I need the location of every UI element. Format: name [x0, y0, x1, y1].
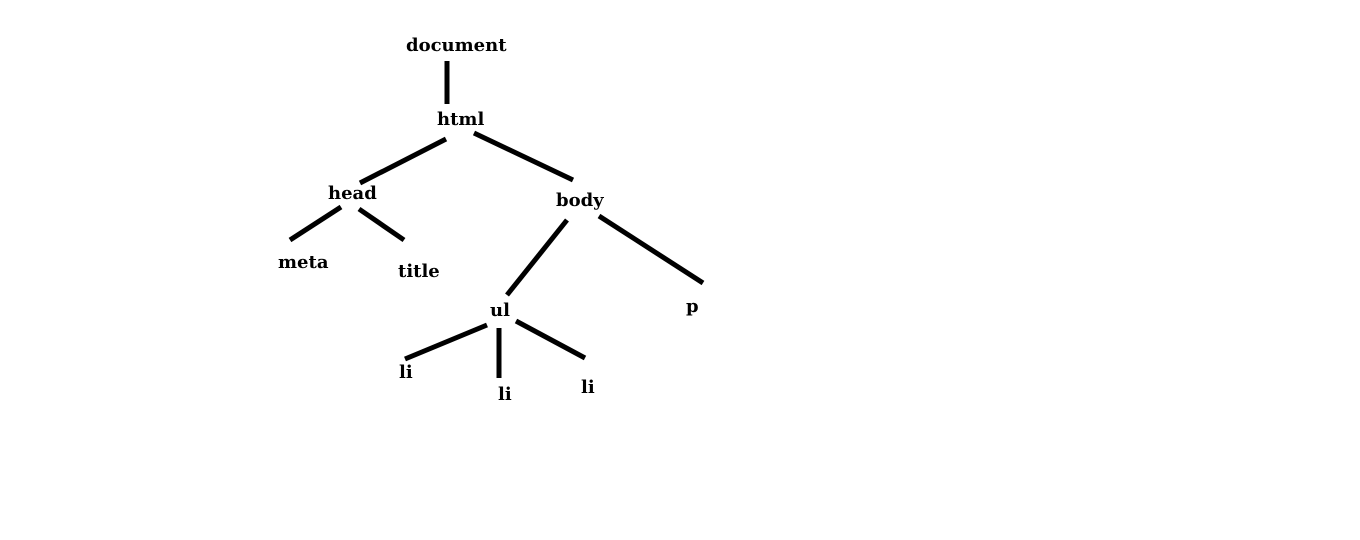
- tree-edges: [288, 61, 705, 378]
- node-meta: meta: [278, 252, 329, 273]
- node-head: head: [328, 183, 377, 204]
- edge-head-title: [357, 206, 406, 243]
- node-ul: ul: [490, 300, 510, 321]
- node-body: body: [556, 190, 604, 211]
- node-li-right: li: [581, 377, 595, 398]
- edge-ul-li-right: [514, 318, 587, 361]
- edge-html-body: [472, 130, 575, 183]
- node-li-left: li: [399, 362, 413, 383]
- node-document: document: [406, 35, 507, 56]
- node-li-middle: li: [498, 384, 512, 405]
- node-title: title: [398, 261, 440, 282]
- edge-ul-li-left: [404, 322, 488, 362]
- node-p: p: [686, 296, 699, 317]
- edge-head-meta: [288, 204, 343, 243]
- node-html: html: [437, 109, 484, 130]
- edge-html-head: [358, 136, 448, 186]
- edge-body-ul: [505, 218, 569, 297]
- tree-nodes: document html head body meta title ul p …: [278, 35, 699, 405]
- edge-body-p: [597, 213, 705, 286]
